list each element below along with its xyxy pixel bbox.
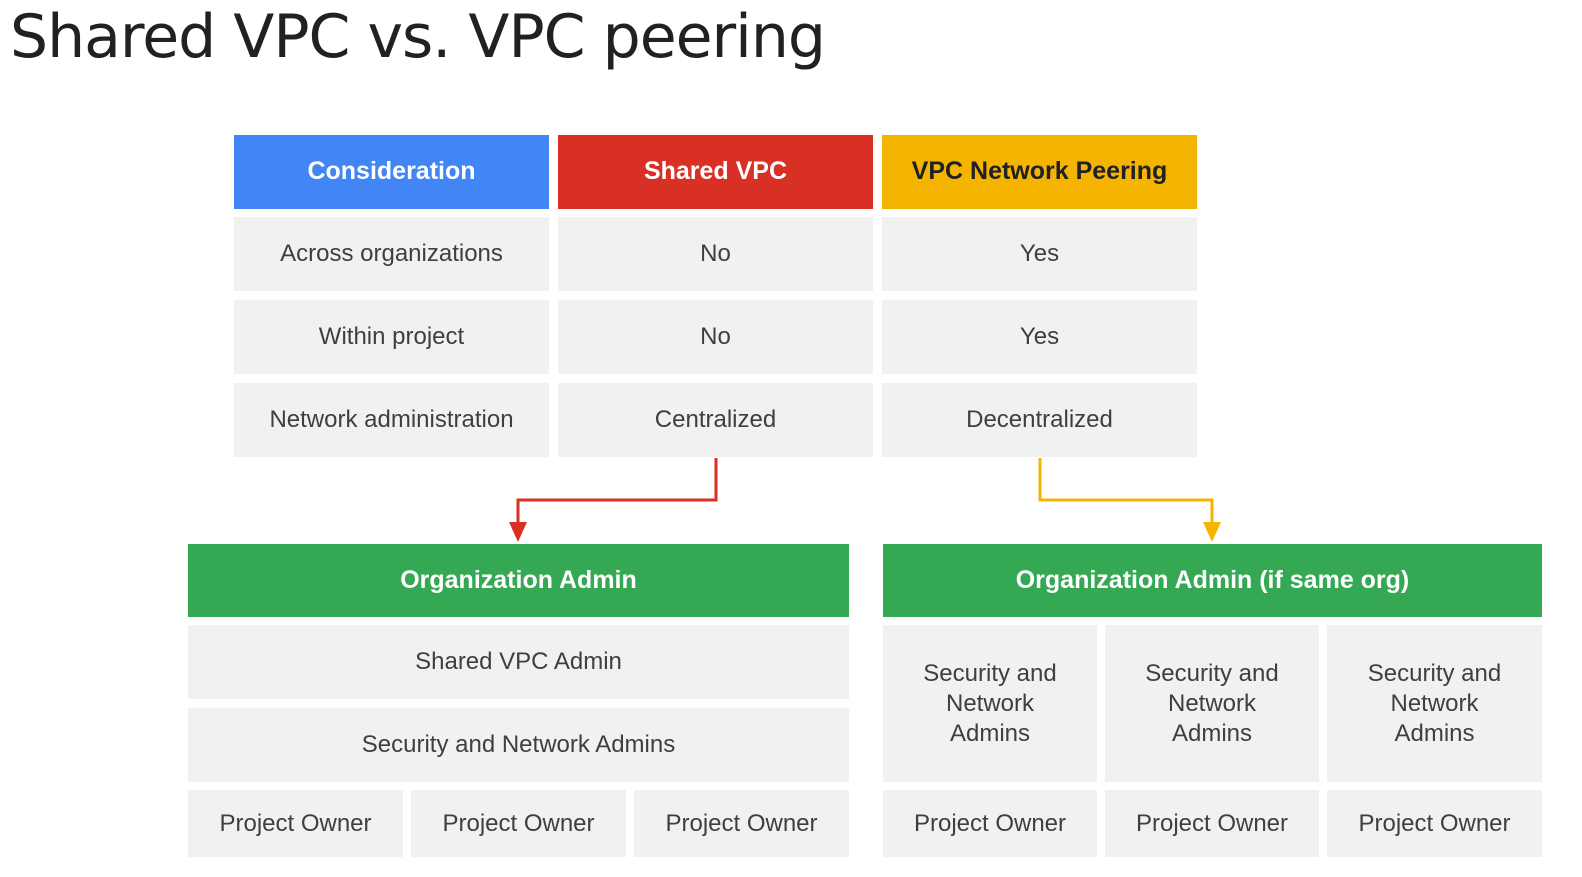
row-network-admin-shared: Centralized <box>558 383 873 457</box>
row-network-admin-label: Network administration <box>234 383 549 457</box>
row-within-project-label: Within project <box>234 300 549 374</box>
shared-project-owner-3: Project Owner <box>634 790 849 857</box>
shared-project-owner-2: Project Owner <box>411 790 626 857</box>
page-title: Shared VPC vs. VPC peering <box>10 2 826 72</box>
peering-arrow <box>1038 458 1221 542</box>
peering-org-admin: Organization Admin (if same org) <box>883 544 1542 617</box>
shared-vpc-admin: Shared VPC Admin <box>188 625 849 699</box>
admins-label: Security and Network Admins <box>1367 659 1502 747</box>
shared-org-admin: Organization Admin <box>188 544 849 617</box>
peering-project-owner-1: Project Owner <box>883 790 1097 857</box>
row-across-orgs-peering: Yes <box>882 217 1197 291</box>
admins-label: Security and Network Admins <box>1145 659 1279 747</box>
header-consideration: Consideration <box>234 135 549 209</box>
row-across-orgs-label: Across organizations <box>234 217 549 291</box>
peering-security-network-admins-3: Security and Network Admins <box>1327 625 1542 782</box>
shared-vpc-arrow <box>509 458 718 542</box>
row-within-project-shared: No <box>558 300 873 374</box>
header-shared-vpc: Shared VPC <box>558 135 873 209</box>
peering-project-owner-2: Project Owner <box>1105 790 1319 857</box>
admins-label: Security and Network Admins <box>923 659 1057 747</box>
peering-security-network-admins-1: Security and Network Admins <box>883 625 1097 782</box>
shared-security-network-admins: Security and Network Admins <box>188 708 849 782</box>
row-network-admin-peering: Decentralized <box>882 383 1197 457</box>
peering-security-network-admins-2: Security and Network Admins <box>1105 625 1319 782</box>
row-within-project-peering: Yes <box>882 300 1197 374</box>
header-vpc-peering: VPC Network Peering <box>882 135 1197 209</box>
row-across-orgs-shared: No <box>558 217 873 291</box>
shared-project-owner-1: Project Owner <box>188 790 403 857</box>
peering-project-owner-3: Project Owner <box>1327 790 1542 857</box>
